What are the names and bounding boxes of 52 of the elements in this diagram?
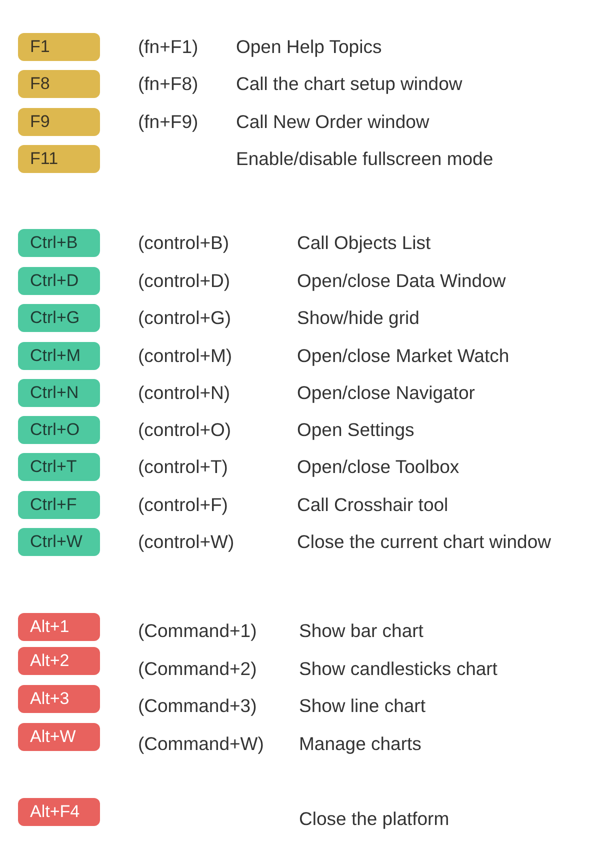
action-description: Call New Order window: [236, 111, 430, 133]
action-description: Open Settings: [297, 419, 414, 441]
key-badge: Ctrl+F: [18, 491, 100, 519]
key-badge: F8: [18, 70, 100, 98]
action-description: Show line chart: [299, 695, 426, 717]
key-badge: Ctrl+B: [18, 229, 100, 257]
key-badge: F9: [18, 108, 100, 136]
key-badge: Ctrl+T: [18, 453, 100, 481]
key-combination: (control+M): [138, 345, 232, 367]
key-combination: (control+B): [138, 232, 229, 254]
key-badge: Alt+2: [18, 647, 100, 675]
action-description: Enable/disable fullscreen mode: [236, 148, 494, 170]
key-badge: Ctrl+M: [18, 342, 100, 370]
action-description: Manage charts: [299, 733, 422, 755]
key-badge: Ctrl+D: [18, 267, 100, 295]
key-badge: Ctrl+N: [18, 379, 100, 407]
key-combination: (fn+F9): [138, 111, 198, 133]
key-badge: Alt+F4: [18, 798, 100, 826]
action-description: Open Help Topics: [236, 36, 382, 58]
key-combination: (control+T): [138, 456, 228, 478]
key-combination: (fn+F1): [138, 36, 198, 58]
key-badge: Alt+1: [18, 613, 100, 641]
key-combination: (control+G): [138, 307, 232, 329]
action-description: Open/close Toolbox: [297, 456, 460, 478]
key-badge: Ctrl+G: [18, 304, 100, 332]
key-badge: F11: [18, 145, 100, 173]
action-description: Open/close Data Window: [297, 270, 506, 292]
action-description: Close the current chart window: [297, 531, 551, 553]
key-combination: (Command+2): [138, 658, 257, 680]
action-description: Open/close Market Watch: [297, 345, 510, 367]
key-combination: (control+N): [138, 382, 230, 404]
key-combination: (fn+F8): [138, 73, 198, 95]
key-badge: Ctrl+W: [18, 528, 100, 556]
action-description: Call Objects List: [297, 232, 431, 254]
action-description: Show bar chart: [299, 620, 424, 642]
key-badge: F1: [18, 33, 100, 61]
action-description: Call Crosshair tool: [297, 494, 448, 516]
action-description: Call the chart setup window: [236, 73, 462, 95]
key-combination: (control+F): [138, 494, 228, 516]
key-combination: (control+D): [138, 270, 230, 292]
key-badge: Alt+3: [18, 685, 100, 713]
key-combination: (Command+W): [138, 733, 264, 755]
key-combination: (Command+1): [138, 620, 257, 642]
key-badge: Alt+W: [18, 723, 100, 751]
key-combination: (control+O): [138, 419, 232, 441]
action-description: Close the platform: [299, 808, 450, 830]
key-combination: (Command+3): [138, 695, 257, 717]
action-description: Show candlesticks chart: [299, 658, 498, 680]
key-combination: (control+W): [138, 531, 234, 553]
action-description: Show/hide grid: [297, 307, 420, 329]
action-description: Open/close Navigator: [297, 382, 475, 404]
key-badge: Ctrl+O: [18, 416, 100, 444]
